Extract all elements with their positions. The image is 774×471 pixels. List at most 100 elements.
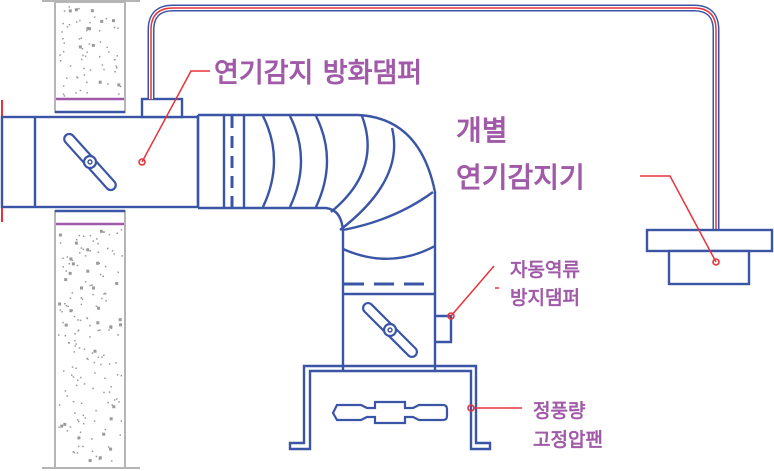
wall-upper-block	[54, 1, 126, 113]
leader-individual-detector	[640, 175, 717, 263]
concrete-speck	[77, 319, 79, 321]
concrete-speck	[63, 422, 67, 426]
concrete-speck	[98, 80, 102, 84]
concrete-speck	[81, 298, 84, 300]
concrete-speck	[113, 253, 115, 255]
concrete-speck	[117, 334, 119, 336]
smoke-fire-damper	[0, 97, 200, 209]
fan-impeller-icon	[331, 400, 449, 425]
concrete-speck	[63, 95, 66, 97]
concrete-speck	[80, 376, 82, 379]
concrete-speck	[108, 363, 111, 365]
concrete-speck	[111, 460, 113, 462]
wall-lower-texture	[58, 229, 123, 463]
concrete-speck	[71, 309, 73, 311]
concrete-speck	[74, 241, 78, 245]
concrete-speck	[62, 321, 64, 324]
concrete-speck	[69, 65, 72, 67]
corrugation-arc	[330, 115, 369, 213]
concrete-speck	[99, 55, 101, 58]
concrete-speck	[97, 306, 100, 310]
concrete-speck	[77, 329, 80, 331]
concrete-speck	[117, 83, 121, 87]
concrete-speck	[106, 46, 108, 49]
concrete-speck	[108, 51, 110, 53]
concrete-speck	[97, 251, 100, 253]
concrete-speck	[78, 420, 80, 423]
concrete-speck	[59, 242, 62, 244]
concrete-speck	[68, 271, 72, 275]
concrete-speck	[76, 452, 79, 454]
concrete-speck	[102, 275, 104, 277]
leader-dot-fan	[467, 404, 475, 412]
concrete-speck	[97, 261, 100, 264]
concrete-speck	[119, 85, 122, 88]
concrete-speck	[101, 297, 103, 300]
concrete-speck	[66, 395, 68, 397]
concrete-speck	[93, 349, 97, 353]
concrete-speck	[108, 233, 111, 236]
concrete-speck	[104, 428, 107, 431]
concrete-speck	[103, 231, 105, 233]
damper-actuator-box	[140, 97, 184, 119]
leader-dot-individual-detector	[712, 258, 720, 266]
concrete-speck	[64, 278, 68, 282]
concrete-speck	[69, 257, 73, 261]
concrete-speck	[103, 293, 105, 295]
concrete-speck	[103, 68, 105, 71]
concrete-speck	[73, 315, 76, 318]
concrete-speck	[60, 424, 64, 428]
concrete-speck	[109, 447, 113, 451]
concrete-speck	[74, 412, 76, 414]
concrete-speck	[110, 327, 113, 330]
concrete-speck	[88, 27, 92, 31]
concrete-speck	[89, 69, 92, 71]
leader-lines	[138, 70, 720, 412]
concrete-speck	[75, 92, 77, 94]
concrete-speck	[66, 26, 69, 28]
concrete-speck	[78, 38, 81, 40]
concrete-speck	[76, 76, 78, 78]
concrete-speck	[115, 65, 117, 68]
concrete-speck	[98, 458, 101, 461]
concrete-speck	[96, 238, 98, 240]
concrete-speck	[95, 455, 98, 458]
concrete-speck	[71, 262, 75, 266]
concrete-speck	[74, 345, 76, 347]
label-individual-detector-line2: 연기감지기	[456, 161, 585, 194]
concrete-speck	[92, 387, 94, 390]
concrete-speck	[107, 83, 109, 85]
concrete-speck	[59, 54, 61, 56]
concrete-speck	[80, 247, 83, 249]
leader-smoke-fire-damper	[141, 70, 210, 163]
concrete-speck	[96, 261, 100, 265]
concrete-speck	[100, 363, 102, 366]
concrete-speck	[109, 326, 111, 329]
concrete-speck	[73, 351, 75, 353]
concrete-speck	[84, 255, 87, 257]
concrete-speck	[58, 233, 62, 237]
concrete-speck	[97, 242, 99, 245]
elbow-outer-wall	[198, 113, 437, 370]
corrugation-arc	[261, 115, 276, 208]
concrete-speck	[107, 446, 110, 448]
concrete-speck	[80, 37, 82, 39]
concrete-speck	[64, 323, 68, 327]
concrete-speck	[78, 45, 82, 49]
concrete-speck	[62, 266, 64, 268]
concrete-speck	[99, 229, 103, 233]
concrete-speck	[105, 17, 108, 20]
concrete-speck	[68, 9, 72, 13]
concrete-speck	[103, 391, 105, 394]
concrete-speck	[104, 265, 107, 268]
concrete-speck	[113, 58, 116, 61]
concrete-speck	[93, 16, 96, 18]
damper-blade-icon	[63, 132, 117, 192]
concrete-speck	[64, 335, 67, 337]
concrete-speck	[93, 420, 96, 422]
elbow-inner-wall	[198, 206, 345, 370]
concrete-speck	[109, 325, 113, 329]
concrete-speck	[117, 271, 119, 274]
concrete-speck	[89, 336, 91, 338]
concrete-speck	[68, 24, 71, 26]
